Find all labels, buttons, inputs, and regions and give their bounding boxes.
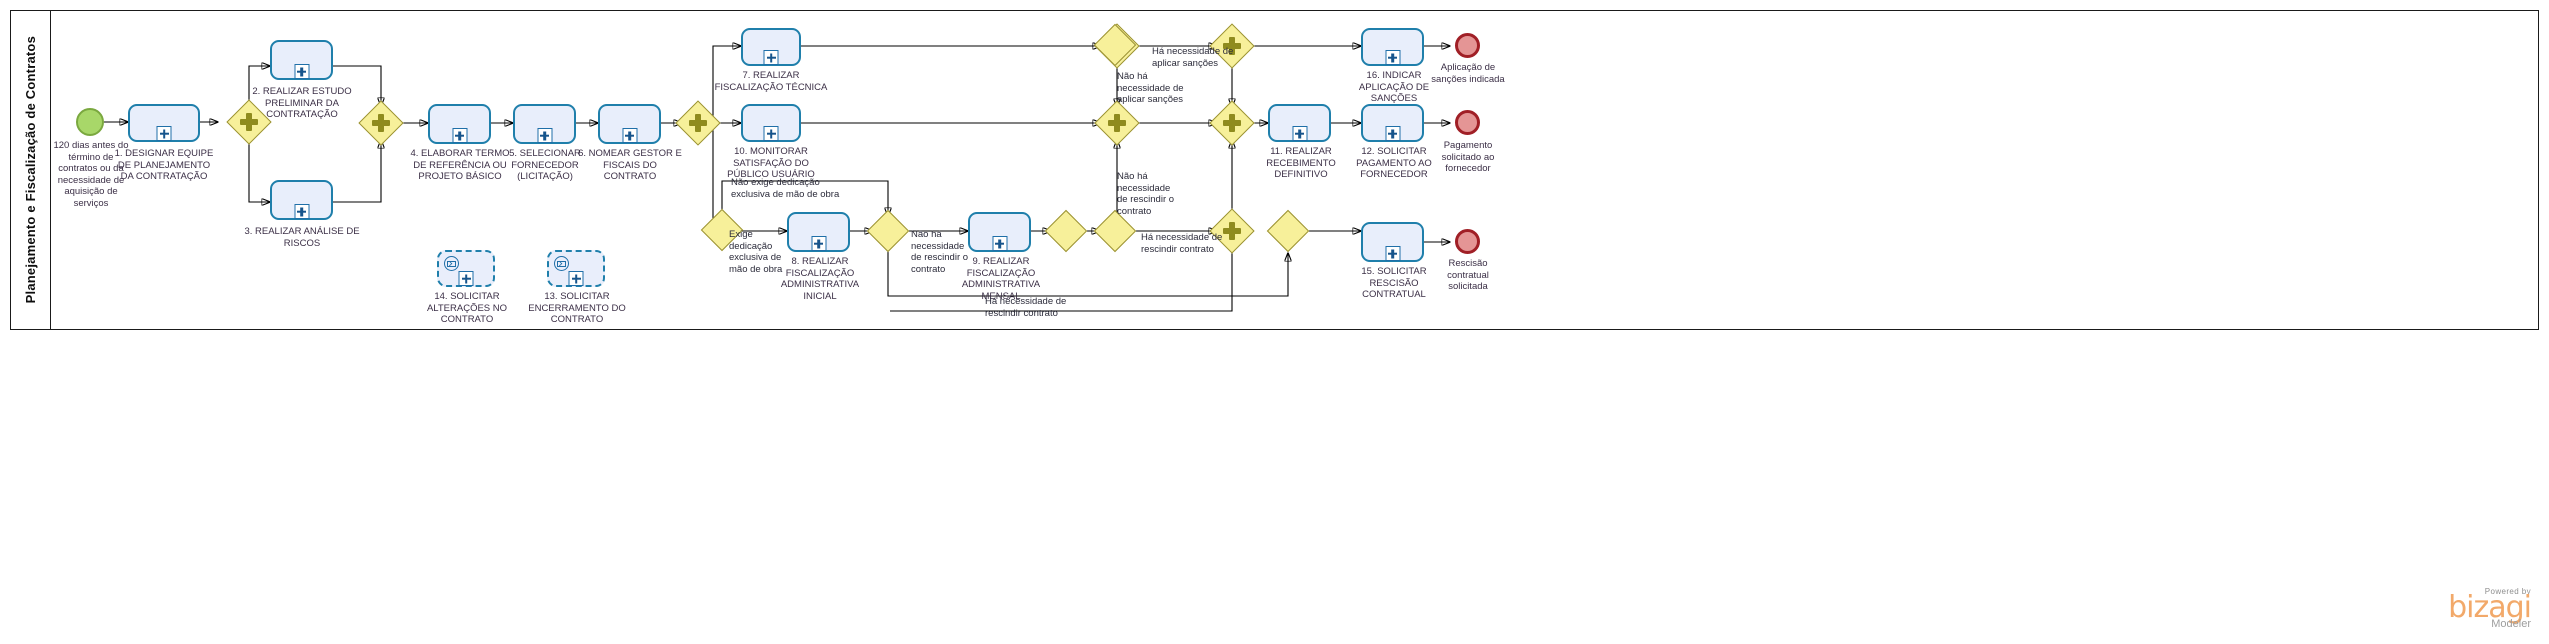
subprocess-marker-icon	[763, 126, 779, 141]
task-2-label: 2. REALIZAR ESTUDO PRELIMINAR DA CONTRAT…	[252, 86, 352, 120]
task-10-label: 10. MONITORAR SATISFAÇÃO DO PÚBLICO USUÁ…	[727, 146, 815, 180]
gateway-shape	[866, 209, 910, 253]
subprocess-marker-icon	[1385, 246, 1400, 261]
task-2[interactable]	[270, 40, 333, 80]
task-14[interactable]	[437, 250, 495, 287]
end-event-pagamento-label: Pagamento solicitado ao fornecedor	[1441, 140, 1495, 174]
task-8[interactable]	[787, 212, 850, 252]
subprocess-marker-icon	[156, 126, 172, 141]
parallel-gateway-plus-icon	[1223, 222, 1241, 240]
task-10[interactable]	[741, 104, 801, 142]
gateway-parallel-join-top-2[interactable]	[1209, 23, 1255, 69]
flow-label-ha-rescindir-mid: Há necessidade de rescindir contrato	[1141, 232, 1223, 255]
task-3[interactable]	[270, 180, 333, 220]
gateway-exclusive-rescindir-1[interactable]	[1044, 209, 1088, 253]
gateway-exclusive-sancoes[interactable]	[1093, 23, 1137, 67]
gateway-exclusive-join-dedicacao[interactable]	[866, 209, 910, 253]
flow-label-nao-ha-aplicar-sancoes: Não há necessidade de aplicar sanções	[1117, 71, 1184, 105]
task-15-label: 15. SOLICITAR RESCISÃO CONTRATUAL	[1361, 266, 1427, 300]
subprocess-marker-icon	[568, 271, 584, 286]
task-12-label: 12. SOLICITAR PAGAMENTO AO FORNECEDOR	[1356, 146, 1432, 180]
task-1-label: 1. DESIGNAR EQUIPE DE PLANEJAMENTO DA CO…	[114, 148, 214, 182]
gateway-parallel-join-low[interactable]	[1209, 208, 1255, 254]
task-14-label: 14. SOLICITAR ALTERAÇÕES NO CONTRATO	[426, 291, 508, 325]
subprocess-marker-icon	[452, 128, 467, 143]
task-15[interactable]	[1361, 222, 1424, 262]
task-16[interactable]	[1361, 28, 1424, 66]
task-1[interactable]	[128, 104, 200, 142]
task-13-label: 13. SOLICITAR ENCERRAMENTO DO CONTRATO	[528, 291, 626, 325]
parallel-gateway-plus-icon	[689, 114, 707, 132]
parallel-gateway-plus-icon	[1108, 114, 1126, 132]
end-event-pagamento[interactable]	[1455, 110, 1480, 135]
task-4-label: 4. ELABORAR TERMO DE REFERÊNCIA OU PROJE…	[410, 148, 510, 182]
message-event-icon	[554, 256, 569, 271]
bizagi-logo: Powered by bizagi Modeler	[2448, 587, 2532, 630]
powered-by-text: Powered by	[2484, 587, 2531, 596]
flow-label-ha-rescindir-bottom: Há necessidade de rescindir contrato	[985, 296, 1067, 319]
parallel-gateway-plus-icon	[1223, 114, 1241, 132]
bizagi-wordmark: bizagi	[2448, 590, 2532, 625]
gateway-shape	[1093, 23, 1137, 67]
gateway-exclusive-rescisao-join[interactable]	[1266, 209, 1310, 253]
subprocess-marker-icon	[1292, 126, 1307, 141]
subprocess-marker-icon	[622, 128, 637, 143]
flow-label-nao-exige-dedicacao: Não exige dedicação exclusiva de mão de …	[731, 177, 840, 200]
parallel-gateway-plus-icon	[1223, 37, 1241, 55]
subprocess-marker-icon	[537, 128, 552, 143]
end-event-rescisao-label: Rescisão contratual solicitada	[1447, 258, 1489, 292]
subprocess-marker-icon	[294, 64, 309, 79]
gateway-parallel-join-mid-2[interactable]	[1209, 100, 1255, 146]
task-9-label: 9. REALIZAR FISCALIZAÇÃO ADMINISTRATIVA …	[961, 256, 1041, 302]
gateway-parallel-split-1[interactable]	[226, 99, 272, 145]
gateway-parallel-split-2[interactable]	[675, 100, 721, 146]
task-8-label: 8. REALIZAR FISCALIZAÇÃO ADMINISTRATIVA …	[780, 256, 860, 302]
subprocess-marker-icon	[992, 236, 1007, 251]
subprocess-marker-icon	[1385, 126, 1400, 141]
subprocess-marker-icon	[763, 50, 779, 65]
task-4[interactable]	[428, 104, 491, 144]
task-6-label: 6. NOMEAR GESTOR E FISCAIS DO CONTRATO	[578, 148, 682, 182]
pool-title: Planejamento e Fiscalização de Contratos	[23, 36, 38, 304]
subprocess-marker-icon	[1385, 50, 1400, 65]
task-11[interactable]	[1268, 104, 1331, 142]
gateway-shape	[1044, 209, 1088, 253]
gateway-exclusive-rescindir-2[interactable]	[1093, 209, 1137, 253]
task-13[interactable]	[547, 250, 605, 287]
end-event-sancoes[interactable]	[1455, 33, 1480, 58]
gateway-parallel-join-mid[interactable]	[1094, 100, 1140, 146]
subprocess-marker-icon	[294, 204, 309, 219]
bizagi-edition: Modeler	[2491, 618, 2531, 630]
pool-header: Planejamento e Fiscalização de Contratos	[11, 11, 51, 329]
task-5[interactable]	[513, 104, 576, 144]
gateway-shape	[1266, 209, 1310, 253]
flow-label-ha-aplicar-sancoes: Há necessidade de aplicar sanções	[1152, 46, 1234, 69]
task-7[interactable]	[741, 28, 801, 66]
start-event-label: 120 dias antes do término de contratos o…	[53, 140, 129, 209]
task-16-label: 16. INDICAR APLICAÇÃO DE SANÇÕES	[1358, 70, 1430, 104]
message-event-icon	[444, 256, 459, 271]
start-event[interactable]	[76, 108, 104, 136]
flow-label-nao-ha-rescindir-1: Não há necessidade de rescindir o contra…	[911, 229, 969, 275]
task-5-label: 5. SELECIONAR FORNECEDOR (LICITAÇÃO)	[509, 148, 581, 182]
subprocess-marker-icon	[458, 271, 474, 286]
parallel-gateway-plus-icon	[240, 113, 258, 131]
subprocess-marker-icon	[811, 236, 826, 251]
parallel-gateway-plus-icon	[372, 114, 390, 132]
task-12[interactable]	[1361, 104, 1424, 142]
task-7-label: 7. REALIZAR FISCALIZAÇÃO TÉCNICA	[714, 70, 828, 93]
flow-label-exige-dedicacao: Exige dedicação exclusiva de mão de obra	[729, 229, 783, 275]
end-event-rescisao[interactable]	[1455, 229, 1480, 254]
task-9[interactable]	[968, 212, 1031, 252]
gateway-parallel-join-1[interactable]	[358, 100, 404, 146]
flow-label-nao-ha-rescindir-2: Não há necessidade de rescindir o contra…	[1117, 171, 1175, 217]
task-11-label: 11. REALIZAR RECEBIMENTO DEFINITIVO	[1266, 146, 1336, 180]
end-event-sancoes-label: Aplicação de sanções indicada	[1431, 62, 1505, 85]
task-3-label: 3. REALIZAR ANÁLISE DE RISCOS	[244, 226, 360, 249]
task-6[interactable]	[598, 104, 661, 144]
